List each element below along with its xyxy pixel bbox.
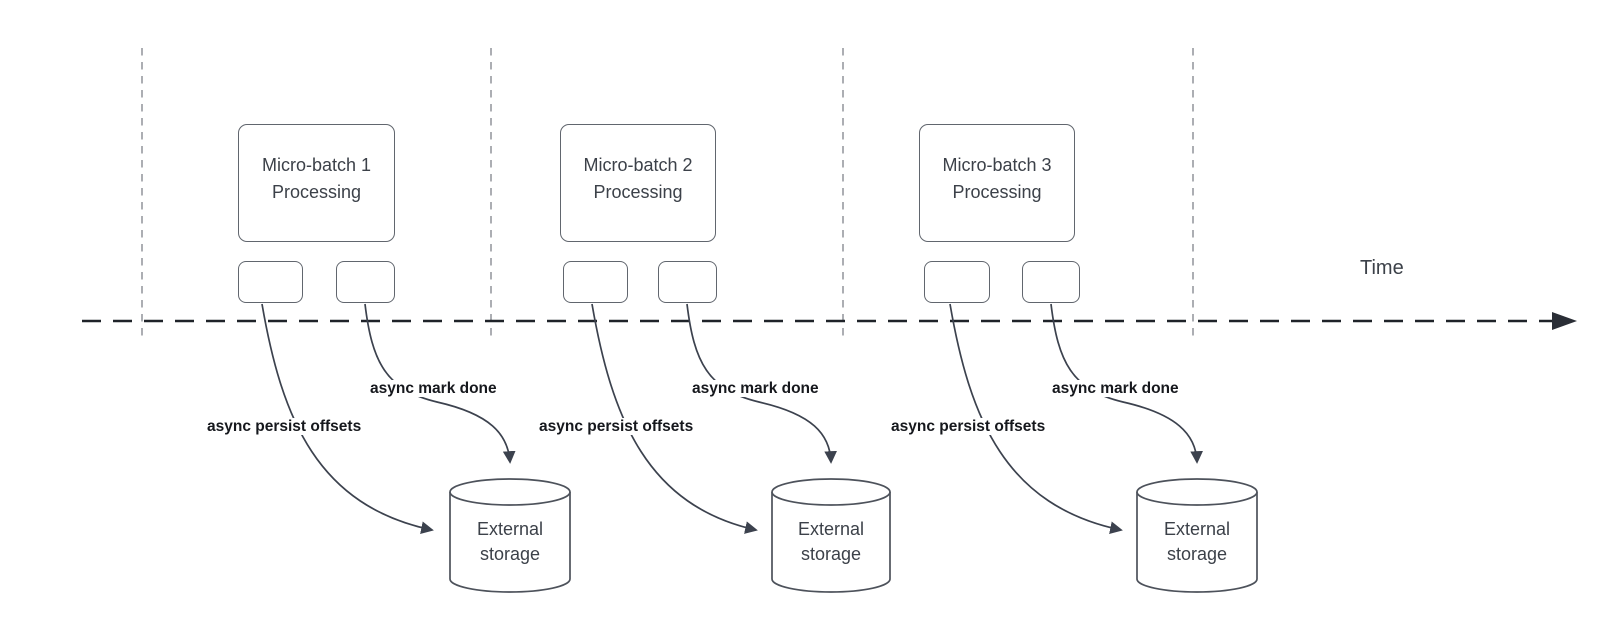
micro-batch-3-processing-box: Micro-batch 3 Processing bbox=[919, 124, 1075, 242]
time-axis-label: Time bbox=[1360, 257, 1404, 279]
micro-batch-2-label-line2: Processing bbox=[593, 182, 683, 202]
persist-offsets-arrow-label-3: async persist offsets bbox=[889, 418, 1048, 435]
external-storage-label-3: External storage bbox=[1137, 517, 1257, 567]
offset-task-box-1 bbox=[238, 261, 303, 303]
micro-batch-3-label-line1: Micro-batch 3 bbox=[942, 155, 1052, 175]
micro-batch-2-label-line1: Micro-batch 2 bbox=[583, 155, 693, 175]
persist-offsets-arrow-label-1: async persist offsets bbox=[205, 418, 364, 435]
offset-task-box-2 bbox=[563, 261, 628, 303]
external-storage-cylinder-2 bbox=[771, 478, 891, 593]
external-storage-label-1-line1: External bbox=[476, 519, 544, 539]
persist-offsets-arrow-3 bbox=[949, 303, 1123, 535]
time-axis-arrowhead-icon bbox=[1552, 312, 1577, 330]
micro-batch-2-processing-box: Micro-batch 2 Processing bbox=[560, 124, 716, 242]
mark-done-task-box-3 bbox=[1022, 261, 1080, 303]
external-storage-label-1-line2: storage bbox=[479, 544, 541, 564]
micro-batch-1-label-line2: Processing bbox=[271, 182, 362, 202]
external-storage-label-2-line1: External bbox=[797, 519, 865, 539]
mark-done-task-box-2 bbox=[658, 261, 717, 303]
mark-done-arrow-1 bbox=[364, 303, 516, 464]
persist-offsets-arrow-1 bbox=[261, 303, 434, 534]
micro-batch-1-processing-box: Micro-batch 1 Processing bbox=[238, 124, 395, 242]
external-storage-label-3-line2: storage bbox=[1166, 544, 1228, 564]
mark-done-arrow-3 bbox=[1050, 303, 1203, 464]
micro-batch-1-label-line1: Micro-batch 1 bbox=[261, 155, 372, 175]
external-storage-label-3-line1: External bbox=[1163, 519, 1231, 539]
persist-offsets-arrow-2 bbox=[591, 303, 758, 534]
mark-done-arrow-label-1: async mark done bbox=[368, 380, 499, 397]
external-storage-label-2: External storage bbox=[772, 517, 890, 567]
external-storage-cylinder-3 bbox=[1136, 478, 1258, 593]
external-storage-label-2-line2: storage bbox=[800, 544, 862, 564]
offset-task-box-3 bbox=[924, 261, 990, 303]
mark-done-arrow-label-3: async mark done bbox=[1050, 380, 1181, 397]
mark-done-task-box-1 bbox=[336, 261, 395, 303]
micro-batch-3-label-line2: Processing bbox=[952, 182, 1042, 202]
mark-done-arrow-label-2: async mark done bbox=[690, 380, 821, 397]
mark-done-arrow-2 bbox=[686, 303, 837, 464]
persist-offsets-arrow-label-2: async persist offsets bbox=[537, 418, 696, 435]
external-storage-label-1: External storage bbox=[450, 517, 570, 567]
external-storage-cylinder-1 bbox=[449, 478, 571, 593]
